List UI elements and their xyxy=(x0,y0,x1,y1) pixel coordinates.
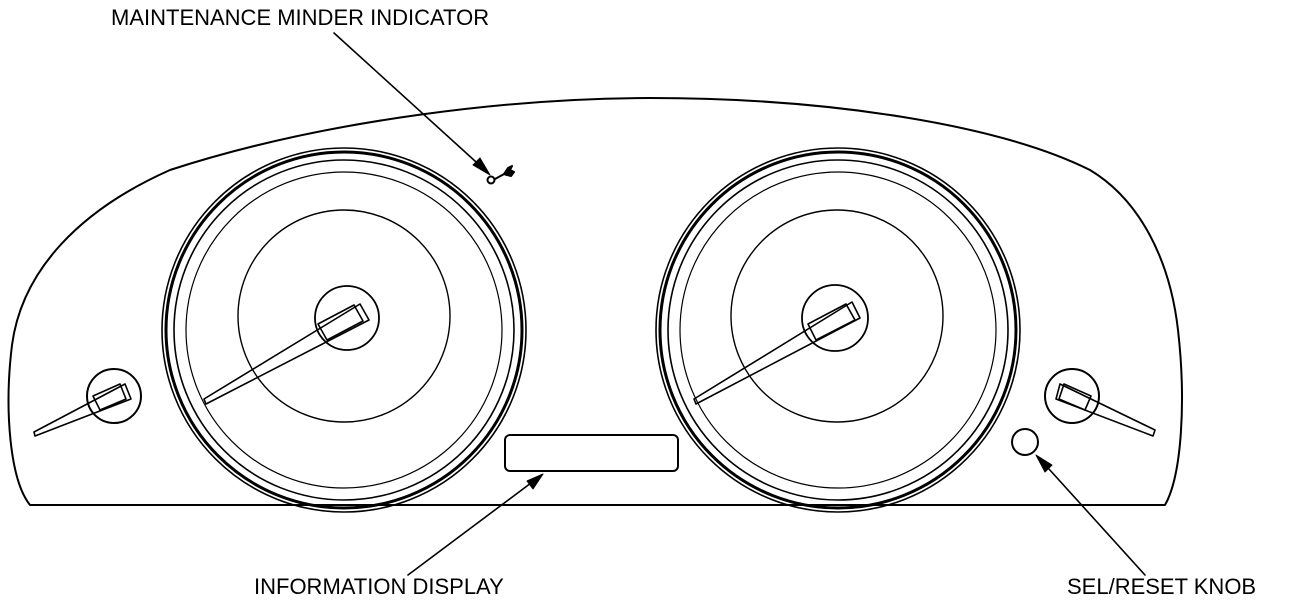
right-main-gauge-hub xyxy=(801,284,869,352)
right-small-gauge-needle xyxy=(1055,383,1156,437)
left-main-gauge xyxy=(161,147,527,513)
left-small-gauge-needle xyxy=(33,383,132,437)
leader-information-display xyxy=(407,476,540,576)
information-display-label: INFORMATION DISPLAY xyxy=(254,574,504,599)
sel-reset-knob-label: SEL/RESET KNOB xyxy=(1067,574,1257,599)
wrench-icon xyxy=(486,165,515,185)
right-small-gauge xyxy=(1044,368,1156,437)
leader-maintenance-minder xyxy=(333,32,487,172)
right-main-gauge-needle xyxy=(693,301,861,405)
arrowhead-sel-reset-knob xyxy=(1035,454,1053,473)
cluster-housing xyxy=(7,97,1183,506)
leader-sel-reset-knob xyxy=(1038,457,1146,576)
left-main-gauge-hub xyxy=(314,285,380,351)
sel-reset-knob xyxy=(1011,428,1039,456)
arrowhead-information-display xyxy=(526,473,544,490)
left-main-gauge-needle xyxy=(203,303,370,405)
information-display-window xyxy=(504,434,679,472)
arrowhead-maintenance-minder xyxy=(472,157,491,176)
right-main-gauge xyxy=(655,147,1021,513)
left-small-gauge xyxy=(33,368,142,437)
maintenance-minder-indicator-label: MAINTENANCE MINDER INDICATOR xyxy=(111,5,490,30)
